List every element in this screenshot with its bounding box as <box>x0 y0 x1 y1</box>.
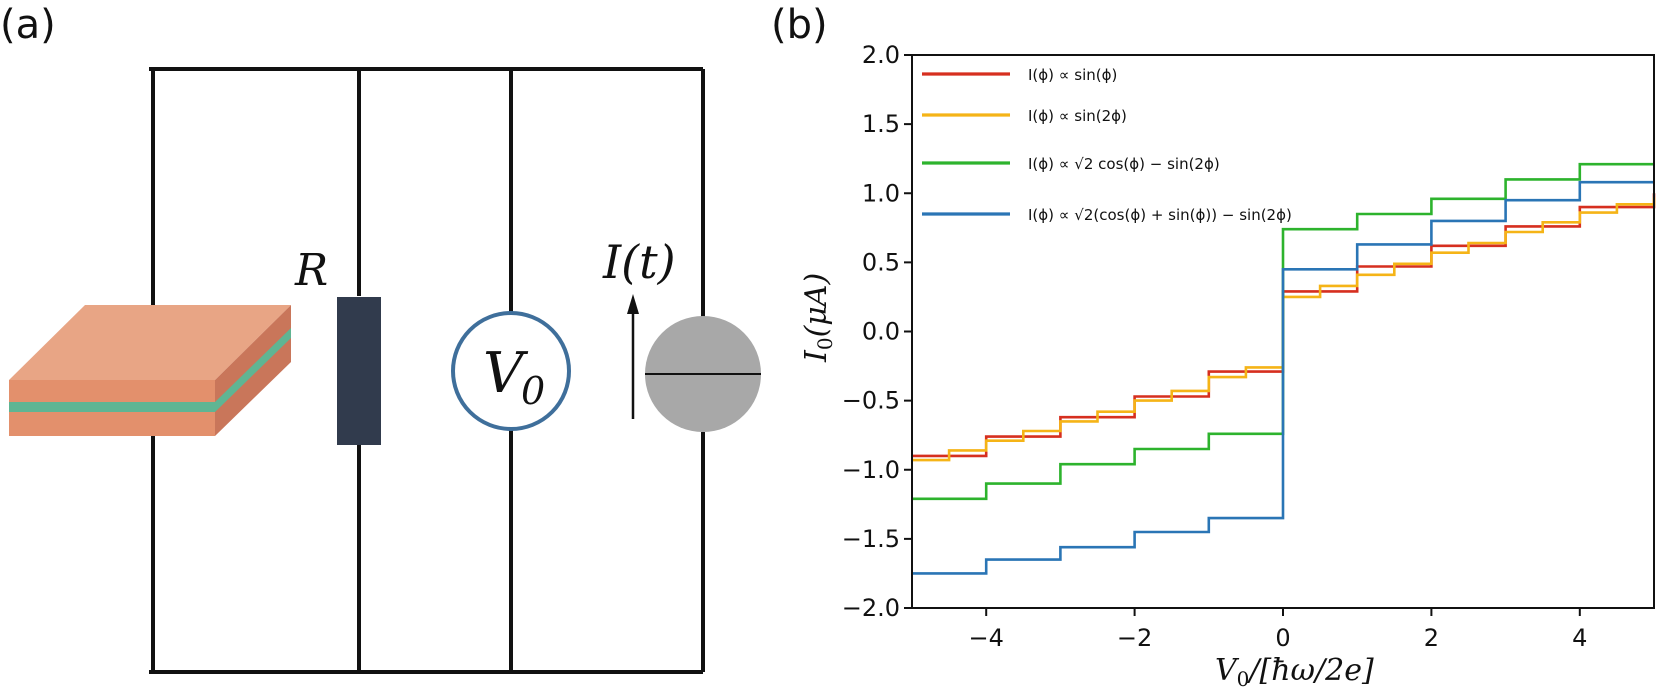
y-tick-label: −1.0 <box>842 456 900 484</box>
y-tick-label: 1.5 <box>862 110 900 138</box>
junction-barrier-layer <box>9 402 215 412</box>
series-line-4 <box>912 180 1654 575</box>
y-axis-label-main: I <box>799 349 834 363</box>
x-tick-label: 0 <box>1275 624 1290 652</box>
legend-label-3: I(ϕ) ∝ √2 cos(ϕ) − sin(2ϕ) <box>1028 155 1220 173</box>
circuit-wires <box>149 67 705 674</box>
panel-b: (b) −4 −2 0 2 4 2.0 1.5 1.0 0.5 0.0 −0.5 −1.0 −1.5 −2… <box>771 2 1656 690</box>
source-label: I(t) <box>602 235 676 289</box>
x-tick-label: 4 <box>1572 624 1587 652</box>
y-axis-label: I0(μA) <box>799 273 837 363</box>
current-direction-arrow <box>627 294 639 419</box>
y-tick-label: −2.0 <box>842 594 900 622</box>
x-tick-label: 2 <box>1424 624 1439 652</box>
legend-label-4: I(ϕ) ∝ √2(cos(ϕ) + sin(ϕ)) − sin(2ϕ) <box>1028 206 1292 224</box>
ticks-layer: −4 −2 0 2 4 2.0 1.5 1.0 0.5 0.0 −0.5 −1.0 −1.5 −2.0 <box>842 41 1588 652</box>
series-layer <box>912 162 1656 575</box>
legend-label-2: I(ϕ) ∝ sin(2ϕ) <box>1028 107 1127 125</box>
y-axis-label-sub: 0 <box>813 337 837 350</box>
resistor-label: R <box>294 245 328 296</box>
plot-area: −4 −2 0 2 4 2.0 1.5 1.0 0.5 0.0 −0.5 −1.0 −1.5 −2.0 I… <box>842 41 1656 652</box>
y-tick-label: 2.0 <box>862 41 900 69</box>
x-tick-label: −4 <box>969 624 1004 652</box>
voltmeter <box>451 311 571 431</box>
x-axis-label-rest: /[ħω/2e] <box>1246 653 1374 688</box>
svg-text:V0/[ħω/2e]: V0/[ħω/2e] <box>1215 653 1374 690</box>
y-tick-label: 0.0 <box>862 318 900 346</box>
y-tick-label: 1.0 <box>862 179 900 207</box>
y-tick-label: −0.5 <box>842 387 900 415</box>
panel-a: (a) R V 0 I(t) <box>0 2 761 674</box>
junction-top-face <box>9 305 291 380</box>
svg-text:I0(μA): I0(μA) <box>799 273 837 363</box>
resistor <box>337 297 381 445</box>
legend-label-1: I(ϕ) ∝ sin(ϕ) <box>1028 66 1117 84</box>
x-axis-label-sub: 0 <box>1237 667 1250 690</box>
josephson-junction-block <box>9 305 291 436</box>
legend: I(ϕ) ∝ sin(ϕ) I(ϕ) ∝ sin(2ϕ) I(ϕ) ∝ √2 cos… <box>922 66 1292 224</box>
x-tick-label: −2 <box>1117 624 1152 652</box>
x-axis-label-main: V <box>1215 653 1240 688</box>
y-tick-label: 0.5 <box>862 248 900 276</box>
junction-barrier-side <box>215 328 291 412</box>
voltmeter-label: V <box>483 341 529 406</box>
x-axis-label: V0/[ħω/2e] <box>1215 653 1374 690</box>
panel-b-label: (b) <box>771 2 828 48</box>
y-axis-label-rest: (μA) <box>799 273 834 338</box>
voltmeter-subscript: 0 <box>521 369 545 413</box>
y-tick-label: −1.5 <box>842 525 900 553</box>
panel-a-label: (a) <box>0 2 56 48</box>
